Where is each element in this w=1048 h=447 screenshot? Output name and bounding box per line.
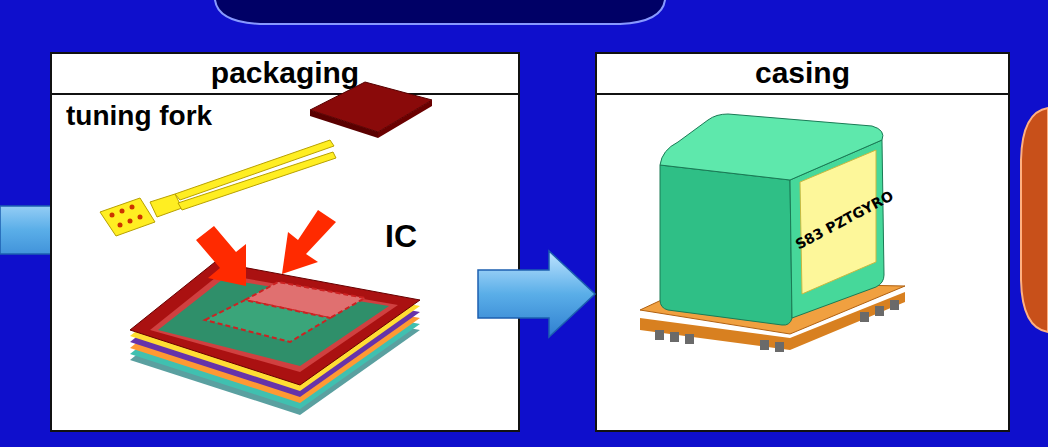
ic-chip-side bbox=[310, 110, 378, 138]
placement-arrow bbox=[282, 210, 336, 274]
panel-heading: packaging bbox=[52, 54, 518, 95]
ic-chip bbox=[310, 82, 432, 132]
casing-base bbox=[640, 282, 905, 352]
ic-chip-side bbox=[378, 100, 432, 138]
tuning-fork bbox=[100, 140, 336, 236]
package-stack bbox=[130, 262, 420, 415]
side-panel bbox=[1021, 108, 1048, 332]
panel-heading: casing bbox=[597, 54, 1008, 95]
title-banner bbox=[215, 0, 665, 24]
placement-arrow bbox=[196, 226, 246, 286]
flow-arrow bbox=[478, 251, 595, 337]
part-label: tuning fork bbox=[66, 102, 212, 130]
part-label: IC bbox=[385, 220, 417, 252]
